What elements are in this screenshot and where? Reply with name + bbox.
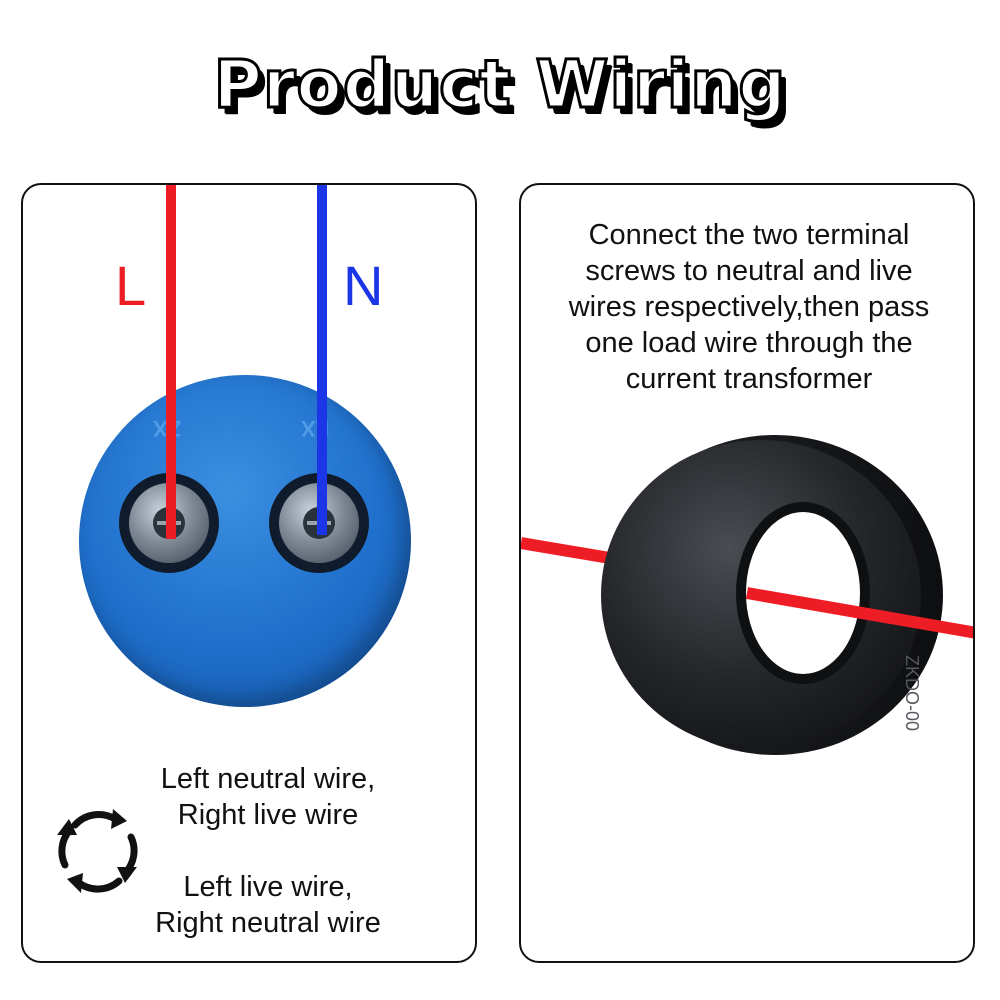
wiring-option-2: Left live wire, Right neutral wire — [103, 869, 433, 941]
page-title: Product Wiring — [212, 45, 787, 125]
wiring-option-1: Left neutral wire, Right live wire — [103, 761, 433, 833]
instruction-line: Connect the two terminal — [588, 219, 910, 251]
neutral-label: N — [343, 254, 384, 317]
instruction-line: wires respectively,then pass — [568, 291, 930, 323]
ring-marking: ZKDO-00 — [902, 655, 922, 731]
current-transformer-panel: Connect the two terminal screws to neutr… — [519, 183, 975, 963]
terminal-block: ZX LX — [79, 375, 411, 707]
transformer-hole — [741, 507, 865, 679]
caption-line: Right live wire — [177, 799, 359, 831]
caption-line: Right neutral wire — [155, 907, 381, 939]
neutral-wire — [317, 185, 327, 535]
terminal-wiring-panel: ZX LX L N Left neutral wire, Right live … — [21, 183, 477, 963]
instruction-line: one load wire through the — [585, 327, 913, 359]
instruction-line: screws to neutral and live — [585, 255, 913, 287]
load-wire-through — [745, 587, 973, 639]
swap-arrows-icon — [57, 809, 138, 893]
instruction-line: current transformer — [625, 363, 873, 395]
live-label: L — [115, 254, 147, 317]
live-wire — [166, 185, 176, 539]
caption-line: Left live wire, — [183, 871, 353, 903]
current-transformer-illustration: ZKDO-00 — [521, 435, 973, 755]
wiring-instruction: Connect the two terminal screws to neutr… — [531, 217, 967, 397]
caption-line: Left neutral wire, — [160, 763, 376, 795]
